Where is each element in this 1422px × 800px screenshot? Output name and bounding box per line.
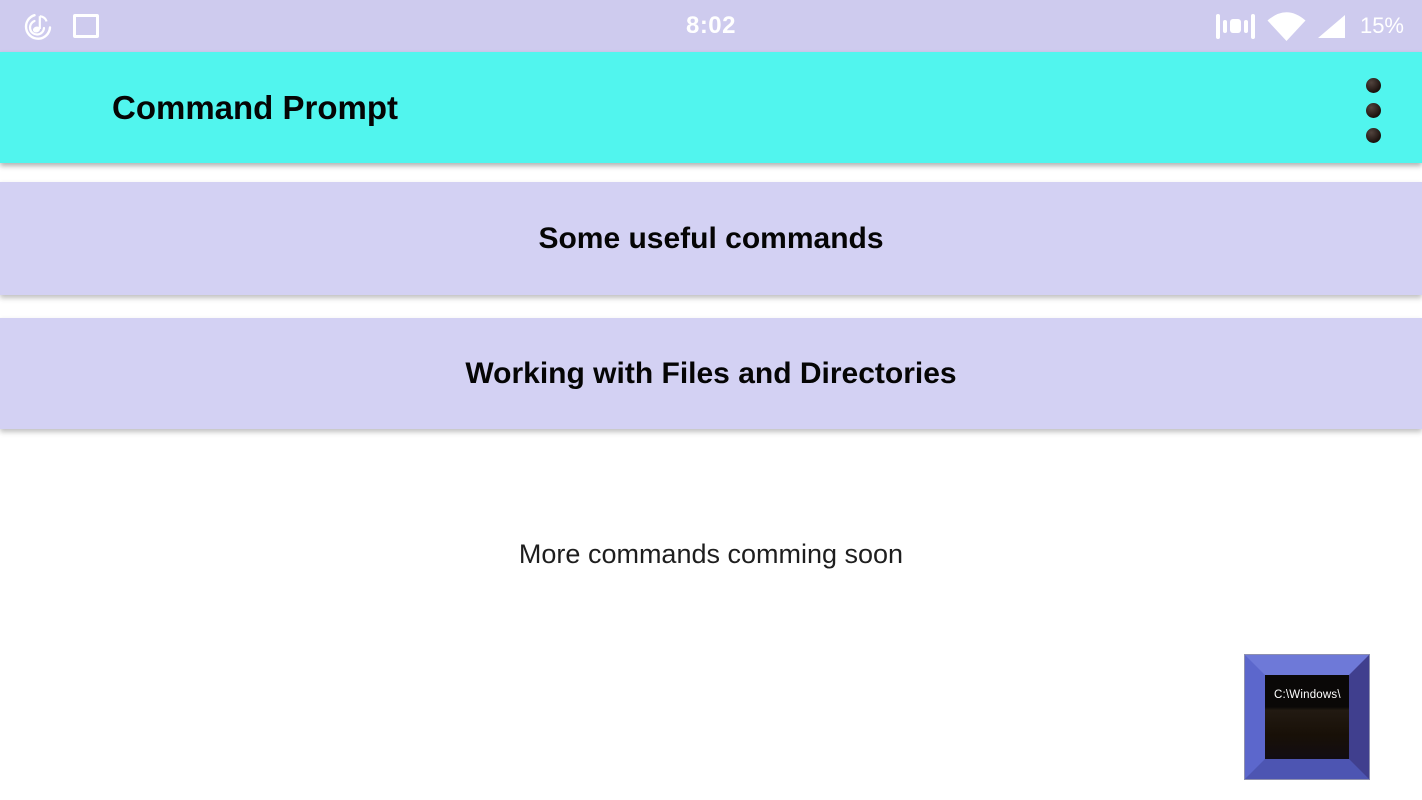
logo-screen: C:\Windows\: [1265, 675, 1349, 759]
menu-item-some-useful-commands[interactable]: Some useful commands: [0, 182, 1422, 295]
status-bar[interactable]: 8:02 15%: [0, 0, 1422, 52]
music-notification-icon: [24, 14, 52, 40]
cellular-signal-icon: [1317, 14, 1345, 38]
coming-soon-note: More commands comming soon: [518, 539, 904, 569]
square-notification-icon: [73, 14, 99, 38]
wifi-icon: [1267, 11, 1306, 41]
logo-screen-text: C:\Windows\: [1274, 689, 1341, 701]
overflow-dot: [1366, 78, 1381, 93]
menu-item-label: Working with Files and Directories: [465, 356, 957, 390]
status-bar-clock: 8:02: [685, 12, 737, 39]
battery-percent: 15%: [1359, 13, 1404, 38]
app-bar: Command Prompt: [0, 52, 1422, 163]
status-bar-right-icons: 15%: [1215, 0, 1404, 52]
status-bar-left-icons: [21, 0, 99, 52]
overflow-dot: [1366, 103, 1381, 118]
menu-item-working-with-files[interactable]: Working with Files and Directories: [0, 318, 1422, 429]
overflow-menu-button[interactable]: [1366, 78, 1382, 143]
vibrate-icon: [1215, 13, 1255, 39]
page-title: Command Prompt: [112, 88, 399, 126]
menu-item-label: Some useful commands: [538, 221, 884, 255]
command-prompt-logo: C:\Windows\: [1244, 654, 1370, 780]
overflow-dot: [1366, 128, 1381, 143]
